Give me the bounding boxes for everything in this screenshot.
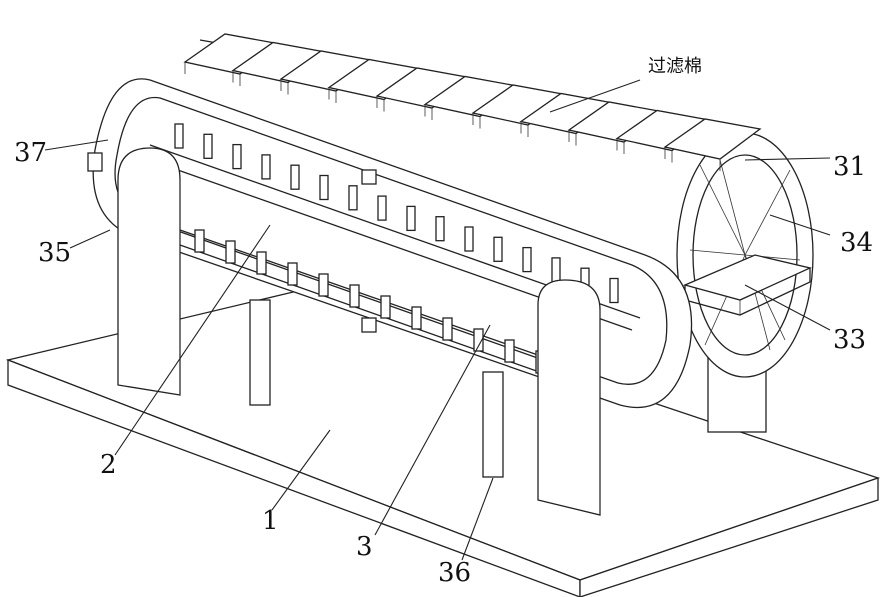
slat xyxy=(350,285,359,307)
slat xyxy=(262,155,270,179)
slat xyxy=(378,196,386,220)
slat xyxy=(552,258,560,282)
slat xyxy=(412,307,421,329)
part-label-36: 36 xyxy=(438,560,471,586)
mount-bracket xyxy=(362,170,376,184)
part-label-35: 35 xyxy=(38,240,71,266)
slat xyxy=(381,296,390,318)
part-label-31: 31 xyxy=(833,154,866,180)
part-label-2: 2 xyxy=(100,452,117,478)
slat xyxy=(257,252,266,274)
slat xyxy=(610,279,618,303)
slat xyxy=(288,263,297,285)
slat xyxy=(204,134,212,158)
slat xyxy=(319,274,328,296)
mount-bracket xyxy=(88,153,102,171)
part-label-33: 33 xyxy=(833,327,866,353)
slat xyxy=(465,227,473,251)
part-label-3: 3 xyxy=(356,534,373,560)
filter-cotton-label: 过滤棉 xyxy=(648,58,702,76)
end-wheel xyxy=(677,133,813,377)
slat xyxy=(505,340,514,362)
slat xyxy=(407,206,415,230)
part-label-37: 37 xyxy=(14,140,47,166)
mount-bracket xyxy=(362,318,376,332)
slat xyxy=(175,124,183,148)
slat xyxy=(233,145,241,169)
slat xyxy=(436,217,444,241)
part-label-1: 1 xyxy=(262,508,279,534)
slat xyxy=(443,318,452,340)
slat xyxy=(320,176,328,200)
slat xyxy=(494,237,502,261)
slat xyxy=(349,186,357,210)
slat xyxy=(523,248,531,272)
slat xyxy=(195,230,204,252)
slat xyxy=(226,241,235,263)
slat xyxy=(291,165,299,189)
part-label-34: 34 xyxy=(840,230,873,256)
